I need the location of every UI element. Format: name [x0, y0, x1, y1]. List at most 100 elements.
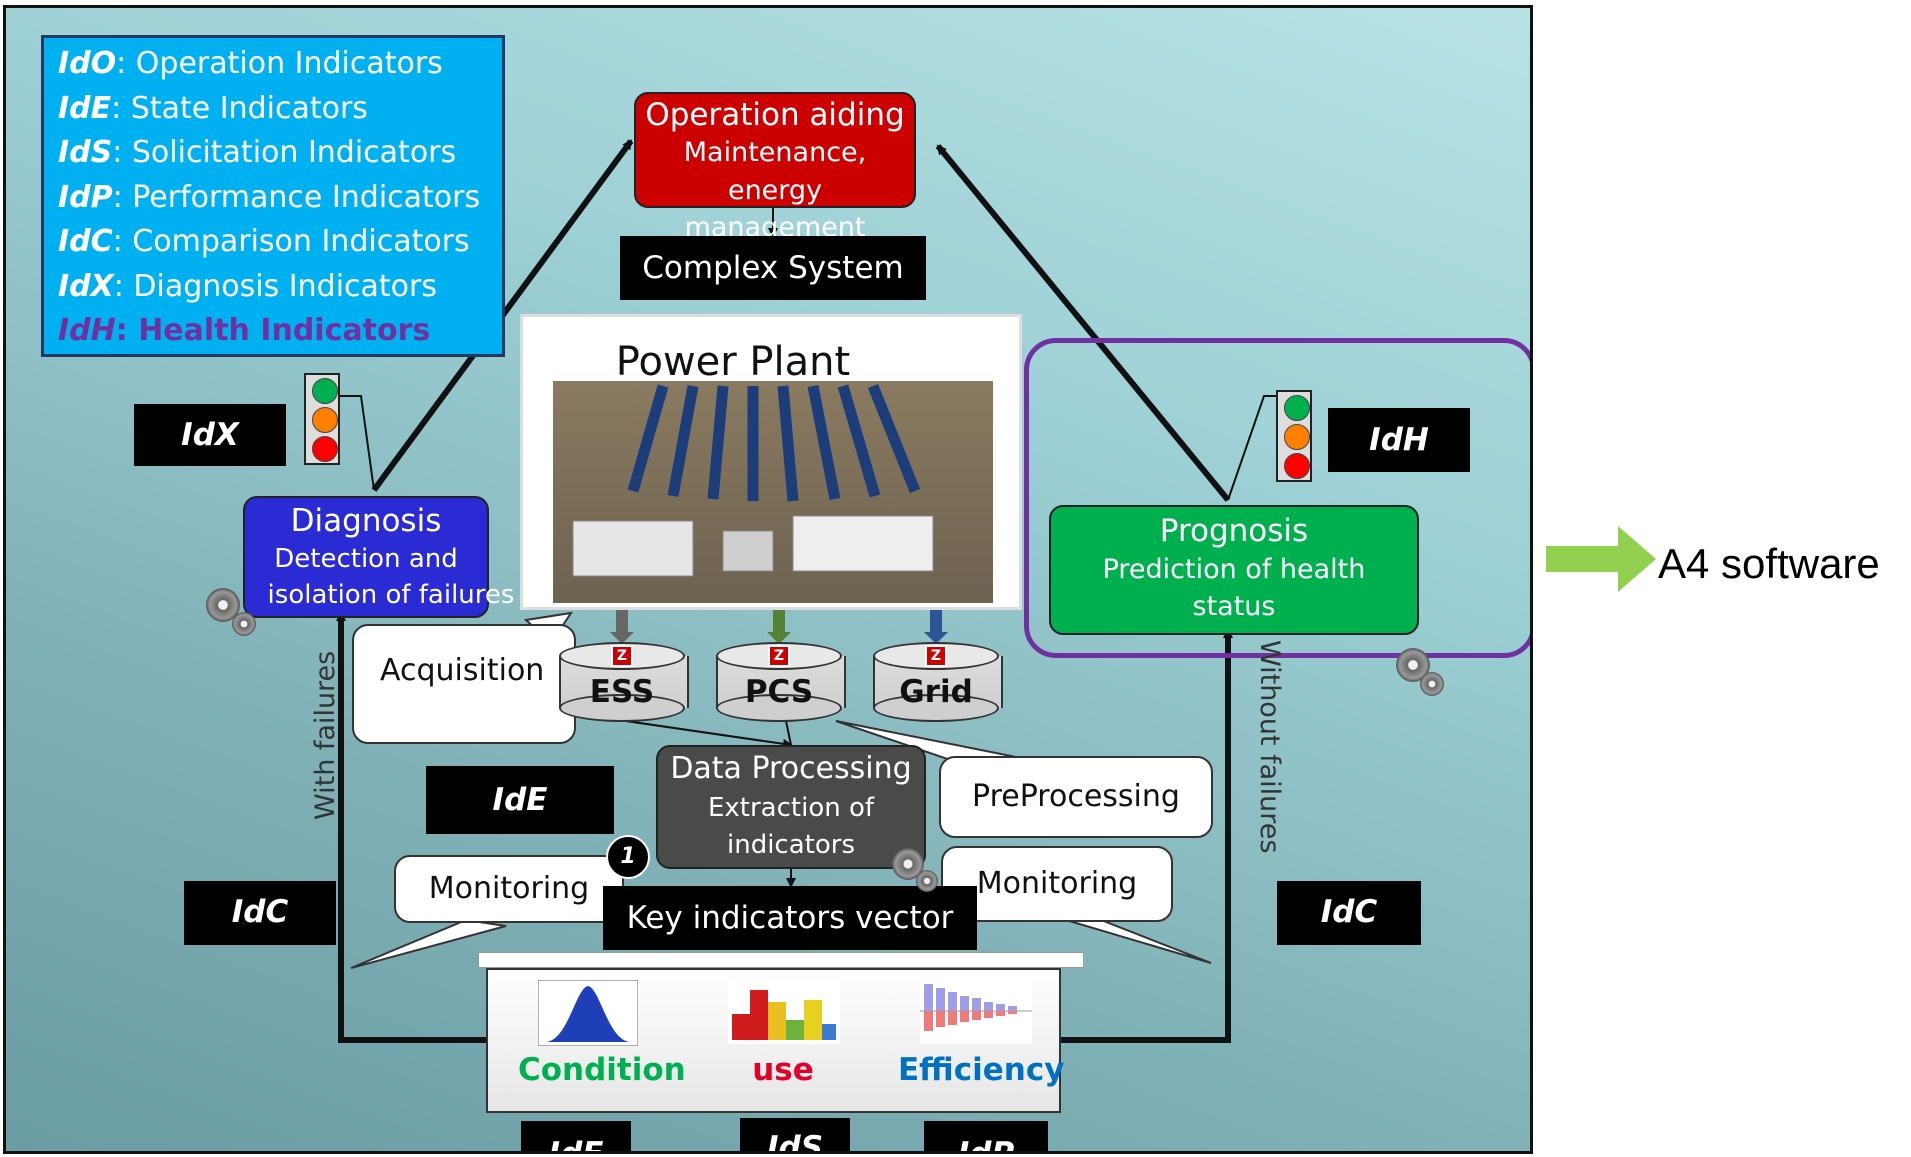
- operation-aiding-box: Operation aiding Maintenance, energy man…: [634, 92, 916, 243]
- tag-idp-bottom: IdP: [924, 1121, 1048, 1151]
- legend-abbr: IdH: [58, 313, 116, 348]
- tag-idc-right: IdC: [1277, 881, 1421, 945]
- idx-light-leader: [339, 395, 375, 491]
- diagnosis-box: Diagnosis Detection and: [243, 496, 489, 618]
- legend-box: IdO: Operation Indicators IdE: State Ind…: [41, 35, 505, 357]
- legend-item-idp: IdP: Performance Indicators: [58, 176, 502, 221]
- efficiency-chart-icon: [920, 978, 1032, 1044]
- diagnosis-line2: isolation of failures: [267, 580, 515, 610]
- database-pcs-label: PCS: [744, 674, 814, 710]
- use-label: use: [752, 1052, 814, 1088]
- legend-item-ide: IdE: State Indicators: [58, 87, 502, 132]
- red-light: [312, 436, 338, 462]
- arrowhead-grid: [924, 632, 948, 644]
- power-plant-panel: Power Plant: [520, 314, 1022, 610]
- with-failures-label: With failures: [310, 650, 341, 820]
- edge-prognosis-operation: [935, 144, 1231, 502]
- data-processing-title: Data Processing: [670, 751, 912, 786]
- prognosis-title: Prognosis: [1159, 513, 1309, 549]
- prognosis-box: Prognosis Prediction of health status: [1049, 505, 1419, 635]
- a4-software-label: A4 software: [1658, 540, 1880, 587]
- filezilla-icon: Z: [611, 645, 633, 667]
- edge-without-failures: [1058, 628, 1233, 1043]
- data-processing-line2: indicators: [727, 830, 855, 860]
- edge-with-failures: [336, 611, 486, 1043]
- idh-light-leader: [1227, 395, 1276, 501]
- cylinder-bottom: [559, 694, 685, 722]
- container-3: [792, 515, 934, 572]
- database-pcs-icon: Z PCS: [716, 642, 846, 722]
- legend-text: : Operation Indicators: [116, 46, 443, 81]
- tag-ids-bottom: IdS: [740, 1118, 850, 1151]
- condition-label: Condition: [518, 1052, 686, 1088]
- preprocessing-callout: PreProcessing: [939, 756, 1213, 838]
- tag-idx: IdX: [134, 404, 286, 466]
- condition-chart-icon: [538, 980, 638, 1046]
- legend-abbr: IdP: [58, 179, 113, 215]
- monitoring-left-callout: Monitoring: [394, 855, 624, 923]
- diagnosis-line1: Detection and: [274, 544, 458, 574]
- acquisition-callout: Acquisition: [352, 624, 576, 744]
- indicator-panel-lid: [478, 952, 1084, 968]
- legend-item-idh: IdH: Health Indicators: [58, 309, 502, 354]
- legend-item-ids: IdS: Solicitation Indicators: [58, 131, 502, 176]
- container-2: [722, 530, 774, 572]
- database-ess-icon: Z ESS: [559, 642, 689, 722]
- use-bar: [750, 990, 768, 1040]
- idx-traffic-light-icon: [304, 373, 340, 465]
- monitoring-right-callout: Monitoring: [941, 846, 1173, 922]
- idh-traffic-light-icon: [1276, 390, 1312, 482]
- step-badge: 1: [606, 835, 650, 879]
- cylinder-bottom: [716, 694, 842, 722]
- use-bar: [804, 1000, 822, 1040]
- operation-line1: Maintenance, energy: [683, 137, 867, 206]
- legend-text: : Performance Indicators: [112, 179, 481, 215]
- legend-item-idc: IdC: Comparison Indicators: [58, 220, 502, 265]
- cylinder-bottom: [873, 694, 999, 722]
- orange-light: [312, 407, 338, 433]
- legend-text: : Comparison Indicators: [112, 224, 470, 259]
- diagnosis-title: Diagnosis: [290, 503, 442, 539]
- legend-abbr: IdO: [58, 46, 117, 81]
- edge-pcs-dp: [785, 720, 792, 746]
- container-1: [572, 520, 694, 577]
- database-ess-label: ESS: [589, 674, 655, 710]
- arrowhead-pcs: [767, 632, 791, 644]
- database-grid-label: Grid: [899, 674, 973, 710]
- complex-system-label: Complex System: [620, 236, 926, 300]
- tag-ide-bottom: IdE: [521, 1121, 631, 1151]
- red-light: [1284, 453, 1310, 479]
- key-indicators-vector: Key indicators vector: [603, 886, 977, 950]
- legend-text: : Solicitation Indicators: [112, 135, 457, 170]
- tag-idc-left: IdC: [184, 881, 336, 945]
- legend-item-idx: IdX: Diagnosis Indicators: [58, 265, 502, 310]
- power-plant-photo: [553, 381, 993, 603]
- edge-ess-dp: [625, 720, 793, 749]
- without-failures-label: Without failures: [1254, 640, 1285, 854]
- legend-abbr: IdX: [58, 268, 114, 304]
- filezilla-icon: Z: [925, 645, 947, 667]
- legend-text: : Diagnosis Indicators: [113, 268, 437, 304]
- green-light: [1284, 395, 1310, 421]
- legend-item-ido: IdO: Operation Indicators: [58, 42, 502, 87]
- legend-abbr: IdE: [58, 90, 112, 126]
- tag-idh: IdH: [1328, 408, 1470, 472]
- arrowhead-ess: [610, 632, 634, 644]
- gear-icon: [1420, 672, 1444, 696]
- data-processing-box: Data Processing Extraction of indicators: [656, 745, 926, 869]
- legend-abbr: IdC: [58, 224, 113, 259]
- use-bar: [822, 1024, 836, 1040]
- filezilla-icon: Z: [768, 645, 790, 667]
- connector-layer: [336, 139, 1276, 1043]
- legend-abbr: IdS: [58, 135, 113, 170]
- gear-icon: [916, 870, 938, 892]
- data-processing-line1: Extraction of: [707, 793, 875, 823]
- indicator-panel: Condition use Efficiency: [486, 968, 1064, 1113]
- tag-ide-mid: IdE: [426, 766, 614, 834]
- power-plant-title: Power Plant: [615, 339, 851, 385]
- database-grid-icon: Z Grid: [873, 642, 1003, 722]
- use-bar: [786, 1020, 804, 1040]
- use-bar: [732, 1014, 750, 1040]
- legend-text: : Health Indicators: [115, 313, 431, 348]
